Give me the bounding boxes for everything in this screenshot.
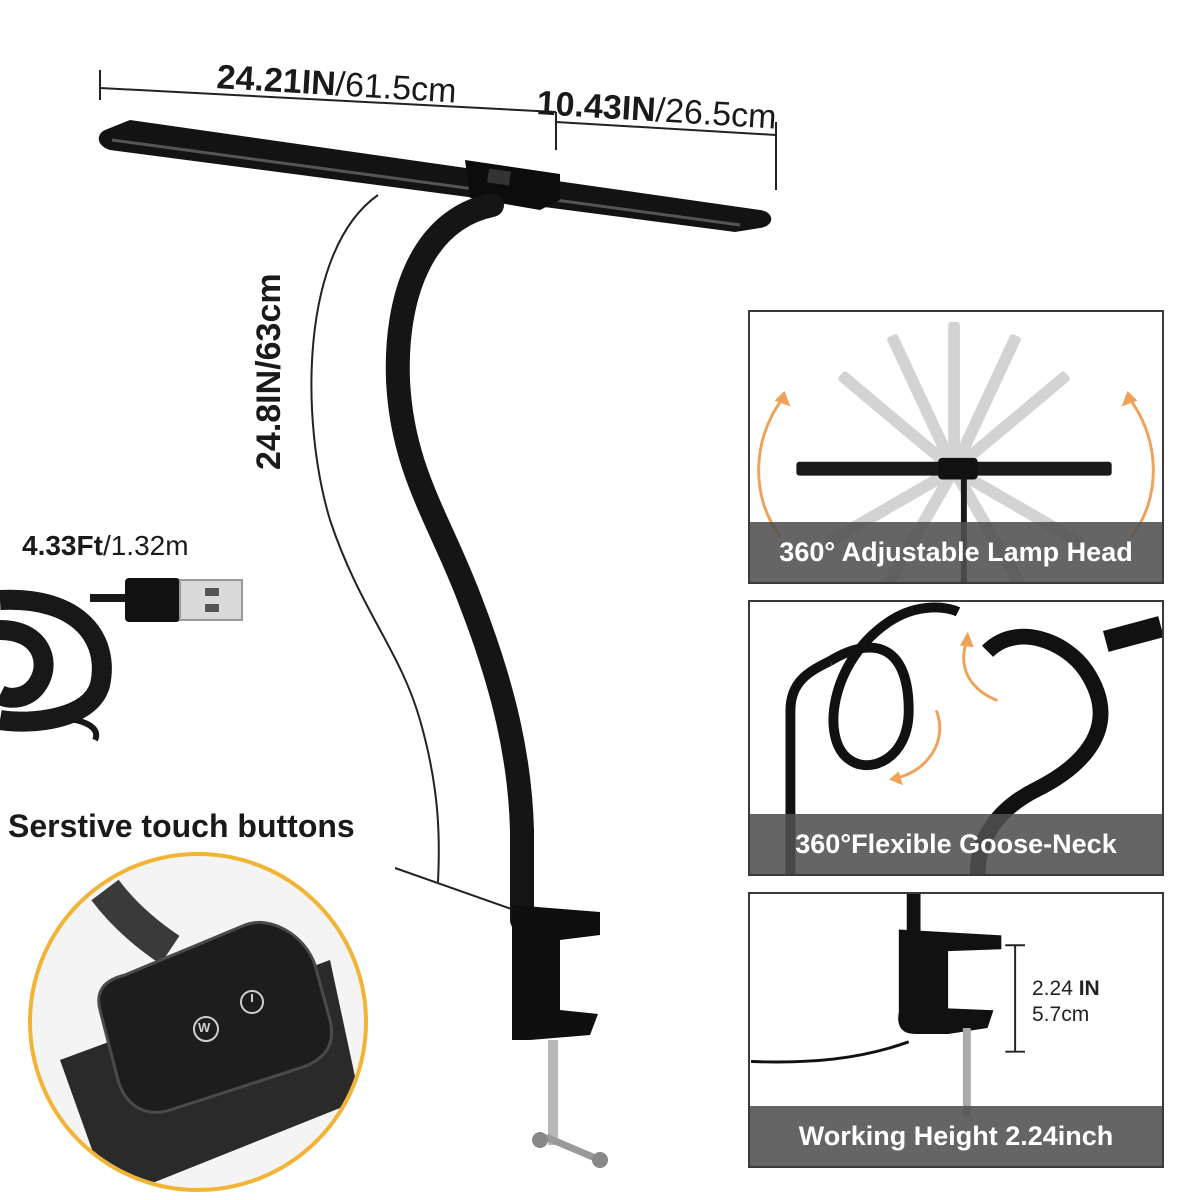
clamp-height-label: 2.24 IN 5.7cm bbox=[1032, 976, 1100, 1028]
desk-clamp bbox=[512, 905, 608, 1168]
touch-buttons-closeup bbox=[28, 852, 368, 1192]
cable-imperial: 4.33Ft bbox=[22, 530, 103, 561]
rotate-arrow-right-icon bbox=[1128, 397, 1155, 538]
height-dimension: 24.8IN/63cm bbox=[250, 273, 289, 470]
half-width-metric: /26.5cm bbox=[654, 91, 778, 137]
panel-adjustable-head: 360° Adjustable Lamp Head bbox=[748, 310, 1164, 584]
flex-arrow-bottom-icon bbox=[898, 709, 942, 779]
rotate-arrow-left-icon bbox=[757, 397, 784, 538]
height-metric: /63cm bbox=[250, 273, 288, 370]
gooseneck bbox=[385, 193, 534, 932]
clamp-height-metric: 5.7cm bbox=[1032, 1003, 1090, 1026]
panel-caption: Working Height 2.24inch bbox=[750, 1106, 1162, 1166]
width-metric: /61.5cm bbox=[334, 65, 458, 111]
cable-length-dimension: 4.33Ft/1.32m bbox=[22, 530, 189, 562]
button-letter-w: W bbox=[198, 1020, 211, 1035]
clamp-graphic bbox=[750, 894, 1025, 1117]
panel-caption: 360°Flexible Goose-Neck bbox=[750, 814, 1162, 874]
clamp-height-imperial: 2.24 bbox=[1032, 977, 1073, 1000]
height-imperial: 24.8IN bbox=[250, 369, 288, 470]
panel-working-height: 2.24 IN 5.7cm Working Height 2.24inch bbox=[748, 892, 1164, 1168]
half-width-imperial: 10.43IN bbox=[535, 84, 657, 130]
clamp-height-unit: IN bbox=[1078, 977, 1100, 1000]
flex-arrow-top-icon bbox=[962, 642, 998, 702]
panel-flexible-gooseneck: 360°Flexible Goose-Neck bbox=[748, 600, 1164, 876]
cable-metric: /1.32m bbox=[102, 530, 189, 561]
width-dimension-line bbox=[99, 70, 777, 913]
touch-buttons-title: Serstive touch buttons bbox=[8, 808, 355, 844]
panel-caption: 360° Adjustable Lamp Head bbox=[750, 522, 1162, 582]
usb-cable bbox=[0, 578, 243, 742]
lamp-head bbox=[98, 120, 772, 232]
width-imperial: 24.21IN bbox=[215, 58, 337, 104]
